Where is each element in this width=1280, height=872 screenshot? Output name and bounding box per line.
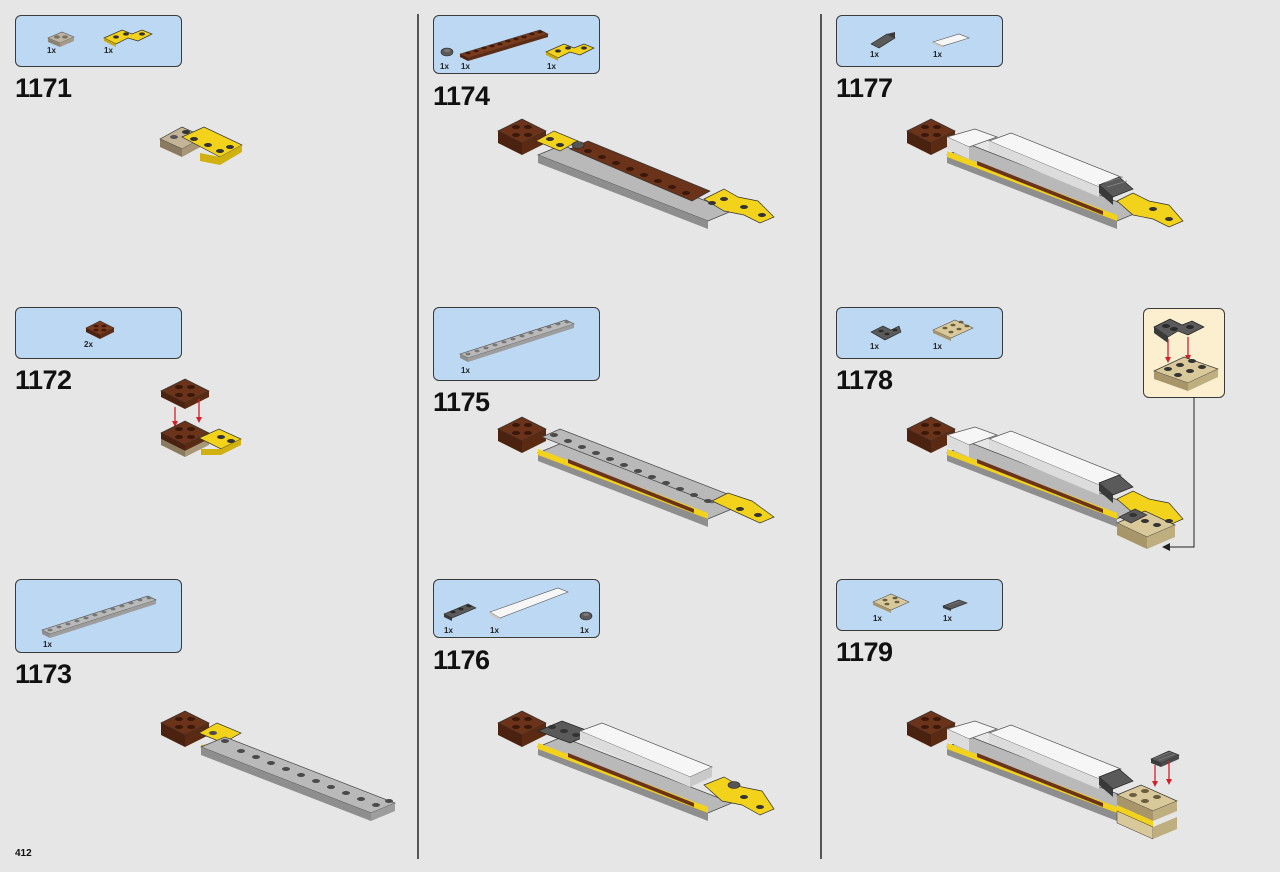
dark-gray-grille-icon: [942, 599, 968, 611]
subassembly-callout: [1143, 308, 1225, 398]
column-divider-2: [820, 14, 822, 859]
part-qty: 1x: [547, 62, 556, 71]
subassembly-illustration: [1153, 318, 1219, 391]
step-1176: 1x 1x 1x 1176: [433, 579, 833, 869]
page-number: 412: [15, 848, 32, 859]
build-illustration: [160, 710, 396, 821]
step-1173: 1x 1173: [15, 579, 415, 869]
part-qty: 1x: [461, 62, 470, 71]
gray-plate-1x12-icon: [459, 319, 575, 362]
part-qty: 1x: [873, 614, 882, 623]
parts-callout: 1x 1x: [15, 15, 182, 67]
dark-gray-plate-1x3-icon: [443, 603, 477, 621]
step-1177: 1x 1x 1177: [836, 15, 1236, 305]
step-number: 1171: [15, 73, 72, 103]
yellow-wedge-plate-icon: [545, 43, 595, 61]
build-illustration: [497, 710, 775, 821]
step-number: 1173: [15, 659, 72, 689]
step-1171: 1x 1x 1171: [15, 15, 415, 305]
step-number: 1174: [433, 81, 490, 111]
brown-plate-1x10-icon: [459, 29, 549, 61]
parts-callout: 1x 1x 1x: [433, 579, 600, 638]
part-qty: 1x: [870, 342, 879, 351]
step-number: 1175: [433, 387, 490, 417]
dark-gray-round-plate-icon: [579, 611, 593, 621]
part-qty: 2x: [84, 340, 93, 349]
dark-gray-round-plate-icon: [440, 47, 454, 57]
gray-plate-1x2-icon: [47, 31, 75, 47]
step-1178: 1x 1x 1178: [836, 307, 1236, 597]
part-qty: 1x: [461, 366, 470, 375]
white-tile-1x4-icon: [932, 33, 970, 48]
dark-gray-corner-plate-icon: [870, 325, 902, 341]
part-qty: 1x: [43, 640, 52, 649]
step-number: 1176: [433, 645, 490, 675]
part-qty: 1x: [870, 50, 879, 59]
step-number: 1179: [836, 637, 893, 667]
brown-plate-2x2-icon: [85, 320, 115, 339]
build-illustration: [160, 378, 242, 457]
column-divider-1: [417, 14, 419, 859]
gray-plate-1x12-icon: [41, 595, 157, 638]
parts-callout: 2x: [15, 307, 182, 359]
step-1179: 1x 1x 1179: [836, 579, 1236, 869]
part-qty: 1x: [933, 342, 942, 351]
part-qty: 1x: [933, 50, 942, 59]
build-illustration: [497, 416, 775, 527]
parts-callout: 1x: [15, 579, 182, 653]
parts-callout: 1x 1x 1x: [433, 15, 600, 74]
tan-plate-2x2-icon: [872, 593, 910, 613]
part-qty: 1x: [580, 626, 589, 635]
tan-plate-2x3-icon: [932, 319, 974, 341]
parts-callout: 1x 1x: [836, 15, 1003, 67]
build-illustration: [497, 118, 775, 229]
build-illustration: [906, 416, 1184, 549]
yellow-wedge-plate-icon: [103, 29, 153, 47]
part-qty: 1x: [943, 614, 952, 623]
step-number: 1178: [836, 365, 893, 395]
parts-callout: 1x: [433, 307, 600, 381]
step-1174: 1x 1x 1x 1174: [433, 15, 833, 305]
dark-gray-slope-icon: [870, 32, 896, 49]
build-illustration: [159, 126, 243, 165]
step-number: 1177: [836, 73, 893, 103]
callout-arrow: [1162, 397, 1195, 551]
part-qty: 1x: [490, 626, 499, 635]
part-qty: 1x: [440, 62, 449, 71]
white-tile-1x8-icon: [489, 587, 569, 621]
part-qty: 1x: [47, 46, 56, 55]
step-number: 1172: [15, 365, 72, 395]
step-1175: 1x 1175: [433, 307, 833, 597]
part-qty: 1x: [104, 46, 113, 55]
step-1172: 2x 1172: [15, 307, 415, 597]
build-illustration: [906, 118, 1184, 229]
build-illustration: [906, 710, 1180, 840]
part-qty: 1x: [444, 626, 453, 635]
parts-callout: 1x 1x: [836, 579, 1003, 631]
parts-callout: 1x 1x: [836, 307, 1003, 359]
